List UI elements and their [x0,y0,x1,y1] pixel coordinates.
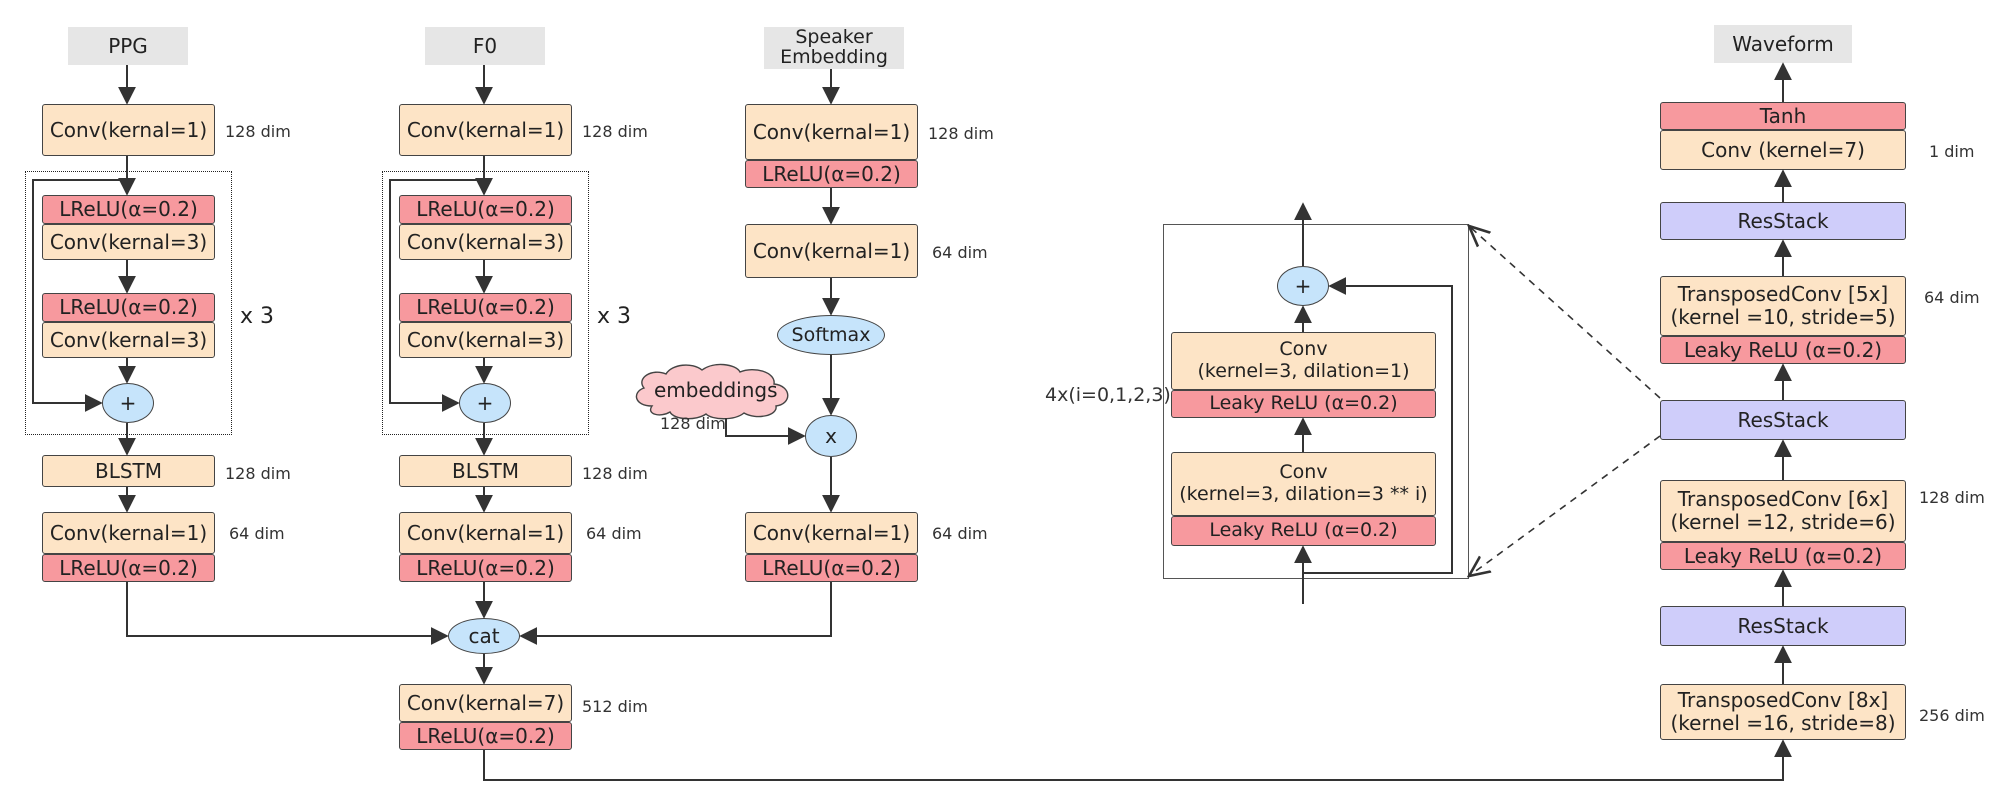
f0-blstm-dim: 128 dim [582,464,648,483]
ppg-blstm: BLSTM [42,455,215,487]
ppg-conv3-b: Conv(kernal=3) [42,322,215,358]
cat-lrelu: LReLU(α=0.2) [399,722,572,750]
ppg-lrelu-out: LReLU(α=0.2) [42,554,215,582]
voc-tconv6: TransposedConv [6x] (kernel =12, stride=… [1660,480,1906,542]
voc-resstack-1: ResStack [1660,606,1906,646]
voc-tconv6-dim: 128 dim [1919,488,1985,507]
waveform-output: Waveform [1714,25,1852,63]
resstack-detail-frame [1163,224,1469,579]
ppg-add-node: + [102,383,154,423]
embeddings-dim: 128 dim [660,414,726,433]
ppg-conv1: Conv(kernal=1) [42,104,215,156]
f0-conv3-b: Conv(kernal=3) [399,322,572,358]
f0-blstm: BLSTM [399,455,572,487]
voc-tconv8-dim: 256 dim [1919,706,1985,725]
f0-input: F0 [425,27,545,65]
voc-leaky-5: Leaky ReLU (α=0.2) [1660,336,1906,364]
embeddings-label: embeddings [654,378,778,402]
f0-lrelu-a: LReLU(α=0.2) [399,195,572,224]
voc-resstack-3: ResStack [1660,202,1906,240]
f0-out-dim: 64 dim [586,524,642,543]
embeddings-cloud [635,363,789,420]
spk-conv3: Conv(kernal=1) [745,512,918,554]
spk-conv2-dim: 64 dim [932,243,988,262]
f0-conv1: Conv(kernal=1) [399,104,572,156]
cat-dim: 512 dim [582,697,648,716]
spk-conv1-dim: 128 dim [928,124,994,143]
cat-node: cat [448,618,520,654]
spk-out-dim: 64 dim [932,524,988,543]
resstack-conv-bottom: Conv (kernel=3, dilation=3 ** i) [1171,452,1436,516]
ppg-blstm-dim: 128 dim [225,464,291,483]
ppg-repeat-label: x 3 [240,304,275,329]
ppg-input: PPG [68,27,188,65]
f0-resblock-group [382,171,589,435]
spk-lrelu-out: LReLU(α=0.2) [745,554,918,582]
voc-tconv8: TransposedConv [8x] (kernel =16, stride=… [1660,684,1906,740]
spk-conv2: Conv(kernal=1) [745,224,918,278]
ppg-conv3-a: Conv(kernal=3) [42,224,215,260]
resstack-add-node: + [1277,266,1329,306]
voc-resstack-2: ResStack [1660,400,1906,440]
voc-leaky-6: Leaky ReLU (α=0.2) [1660,542,1906,570]
ppg-lrelu-a: LReLU(α=0.2) [42,195,215,224]
voc-tconv5-dim: 64 dim [1924,288,1980,307]
ppg-lrelu-b: LReLU(α=0.2) [42,293,215,322]
f0-lrelu-out: LReLU(α=0.2) [399,554,572,582]
resstack-leaky-bottom: Leaky ReLU (α=0.2) [1171,516,1436,546]
ppg-conv1-out: Conv(kernal=1) [42,512,215,554]
f0-lrelu-b: LReLU(α=0.2) [399,293,572,322]
voc-tanh: Tanh [1660,102,1906,130]
resstack-conv-top: Conv (kernel=3, dilation=1) [1171,332,1436,390]
softmax-node: Softmax [777,315,885,355]
f0-conv3-a: Conv(kernal=3) [399,224,572,260]
voc-conv7-dim: 1 dim [1929,142,1975,161]
speaker-embedding-input: Speaker Embedding [764,27,904,69]
resstack-leaky-top: Leaky ReLU (α=0.2) [1171,390,1436,418]
spk-lrelu: LReLU(α=0.2) [745,160,918,188]
spk-conv1: Conv(kernal=1) [745,104,918,160]
multiply-node: x [805,415,857,457]
f0-repeat-label: x 3 [597,304,632,329]
f0-conv1-out: Conv(kernal=1) [399,512,572,554]
voc-tconv5: TransposedConv [5x] (kernel =10, stride=… [1660,276,1906,336]
f0-add-node: + [459,383,511,423]
f0-conv1-dim: 128 dim [582,122,648,141]
cat-conv7: Conv(kernal=7) [399,684,572,722]
voc-conv7: Conv (kernel=7) [1660,130,1906,170]
ppg-conv1-dim: 128 dim [225,122,291,141]
ppg-resblock-group [25,171,232,435]
resstack-repeat-label: 4x(i=0,1,2,3) [1045,384,1171,406]
ppg-out-dim: 64 dim [229,524,285,543]
